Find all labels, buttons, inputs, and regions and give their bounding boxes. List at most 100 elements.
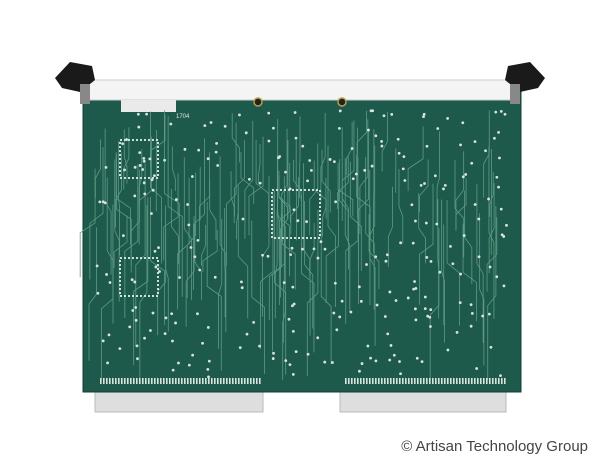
solder-pad xyxy=(461,175,465,179)
connector-pin xyxy=(459,378,461,384)
connector-pin xyxy=(160,378,162,384)
solder-pad xyxy=(196,312,199,316)
solder-pad xyxy=(101,200,105,204)
connector-pin xyxy=(360,378,362,384)
solder-pad xyxy=(153,249,157,253)
connector-pin xyxy=(259,378,261,384)
solder-pad xyxy=(287,317,291,321)
trace xyxy=(278,175,288,219)
mounting-hole xyxy=(253,97,263,107)
solder-pad xyxy=(238,113,241,117)
solder-pad xyxy=(470,161,474,165)
connector-pin xyxy=(396,378,398,384)
solder-pad xyxy=(272,126,275,130)
connector-pin xyxy=(480,378,482,384)
connector-pin xyxy=(402,378,404,384)
solder-pad xyxy=(488,265,492,269)
solder-pad xyxy=(340,299,344,303)
solder-pad xyxy=(503,112,507,116)
solder-pad xyxy=(136,357,139,361)
solder-pad xyxy=(121,142,124,146)
solder-pad xyxy=(305,220,308,224)
connector-pin xyxy=(235,378,237,384)
solder-pad xyxy=(426,314,430,318)
connector-pin xyxy=(223,378,225,384)
trace xyxy=(301,194,315,353)
trace xyxy=(419,159,429,213)
connector-pin xyxy=(163,378,165,384)
solder-pad xyxy=(419,183,423,187)
solder-pad xyxy=(498,156,501,160)
solder-pad xyxy=(196,238,200,242)
solder-pad xyxy=(323,360,327,364)
connector-pin xyxy=(166,378,168,384)
chip-footprint-left-top xyxy=(119,139,159,179)
solder-pad xyxy=(451,262,455,266)
connector-pin xyxy=(247,378,249,384)
solder-pad xyxy=(424,221,428,225)
solder-pad xyxy=(291,285,295,289)
solder-pad xyxy=(191,353,195,357)
connector-pin xyxy=(196,378,198,384)
trace xyxy=(489,171,494,218)
solder-pad xyxy=(412,287,416,291)
solder-pad xyxy=(319,240,323,244)
trace xyxy=(455,151,465,229)
trace xyxy=(194,223,202,300)
solder-pad xyxy=(148,157,152,161)
solder-pad xyxy=(495,275,499,279)
solder-pad xyxy=(323,247,327,251)
trace xyxy=(130,169,140,273)
solder-pad xyxy=(414,318,418,322)
trace xyxy=(436,131,440,224)
solder-pad xyxy=(301,144,305,148)
solder-pad xyxy=(240,286,244,290)
trace xyxy=(337,162,354,217)
solder-pad xyxy=(301,247,304,251)
trace xyxy=(163,173,179,261)
solder-pad xyxy=(389,344,393,347)
solder-pad xyxy=(134,318,138,322)
solder-pad xyxy=(203,124,207,128)
solder-pad xyxy=(423,295,427,299)
solder-pad xyxy=(394,299,398,302)
solder-pad xyxy=(163,332,167,336)
solder-pad xyxy=(163,158,167,162)
solder-pad xyxy=(292,302,296,306)
barcode-label xyxy=(121,100,176,112)
trace xyxy=(124,164,139,318)
connector-pin xyxy=(471,378,473,384)
solder-pad xyxy=(351,177,355,181)
solder-pad xyxy=(359,299,363,303)
trace xyxy=(292,159,302,202)
connector-pin xyxy=(256,378,258,384)
solder-pad xyxy=(402,155,406,159)
connector-pin xyxy=(354,378,356,384)
connector-pin xyxy=(208,378,210,384)
solder-pad xyxy=(477,255,481,259)
connector-pin xyxy=(372,378,374,384)
solder-pad xyxy=(296,219,300,223)
solder-pad xyxy=(357,285,361,289)
connector-pin xyxy=(366,378,368,384)
trace xyxy=(104,128,112,275)
solder-pad xyxy=(106,361,109,365)
trace xyxy=(177,177,190,310)
solder-pad xyxy=(349,310,353,314)
solder-pad xyxy=(238,346,242,350)
solder-pad xyxy=(174,321,177,325)
trace xyxy=(462,223,477,322)
connector-pin xyxy=(178,378,180,384)
solder-pad xyxy=(493,136,496,140)
solder-pad xyxy=(308,159,312,162)
solder-pad xyxy=(138,151,142,155)
solder-pad xyxy=(193,255,197,259)
solder-pad xyxy=(334,200,338,204)
trace xyxy=(290,177,299,235)
solder-pad xyxy=(360,362,364,365)
trace xyxy=(133,197,149,366)
connector-pin xyxy=(474,378,476,384)
trace xyxy=(356,110,367,154)
trace xyxy=(309,223,315,277)
solder-pad xyxy=(169,122,173,126)
